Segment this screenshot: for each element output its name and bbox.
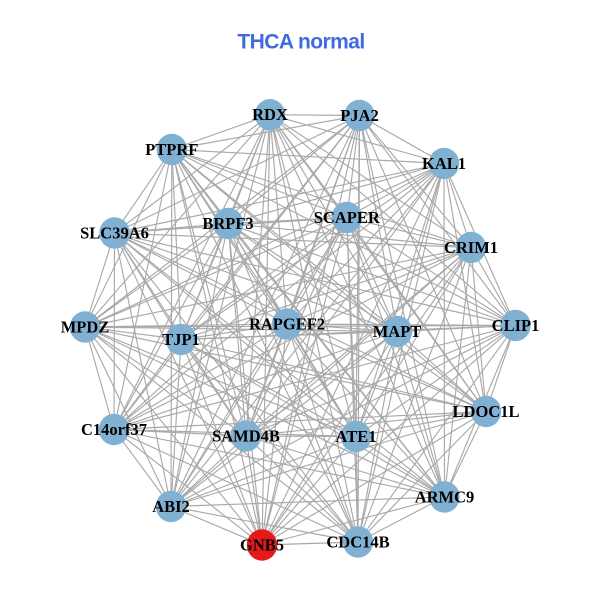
svg-text:BRPF3: BRPF3 [202,214,253,233]
svg-text:PTPRF: PTPRF [145,140,198,159]
svg-text:GNB5: GNB5 [240,535,284,554]
svg-text:LDOC1L: LDOC1L [453,402,520,421]
svg-text:KAL1: KAL1 [422,154,466,173]
svg-text:RDX: RDX [252,105,288,124]
svg-text:PJA2: PJA2 [340,106,379,125]
svg-text:MPDZ: MPDZ [61,317,110,336]
svg-text:CDC14B: CDC14B [326,532,389,551]
svg-text:SAMD4B: SAMD4B [212,426,280,445]
svg-text:ARMC9: ARMC9 [415,487,475,506]
svg-text:CLIP1: CLIP1 [492,316,540,335]
svg-text:ATE1: ATE1 [336,427,377,446]
svg-text:MAPT: MAPT [373,322,422,341]
svg-text:SLC39A6: SLC39A6 [80,223,149,242]
svg-text:TJP1: TJP1 [162,330,200,349]
svg-text:CRIM1: CRIM1 [444,238,498,257]
svg-text:RAPGEF2: RAPGEF2 [249,314,325,333]
svg-text:SCAPER: SCAPER [314,208,381,227]
svg-text:ABI2: ABI2 [152,497,190,516]
svg-text:C14orf37: C14orf37 [81,420,147,439]
svg-text:THCA normal: THCA normal [237,31,364,54]
